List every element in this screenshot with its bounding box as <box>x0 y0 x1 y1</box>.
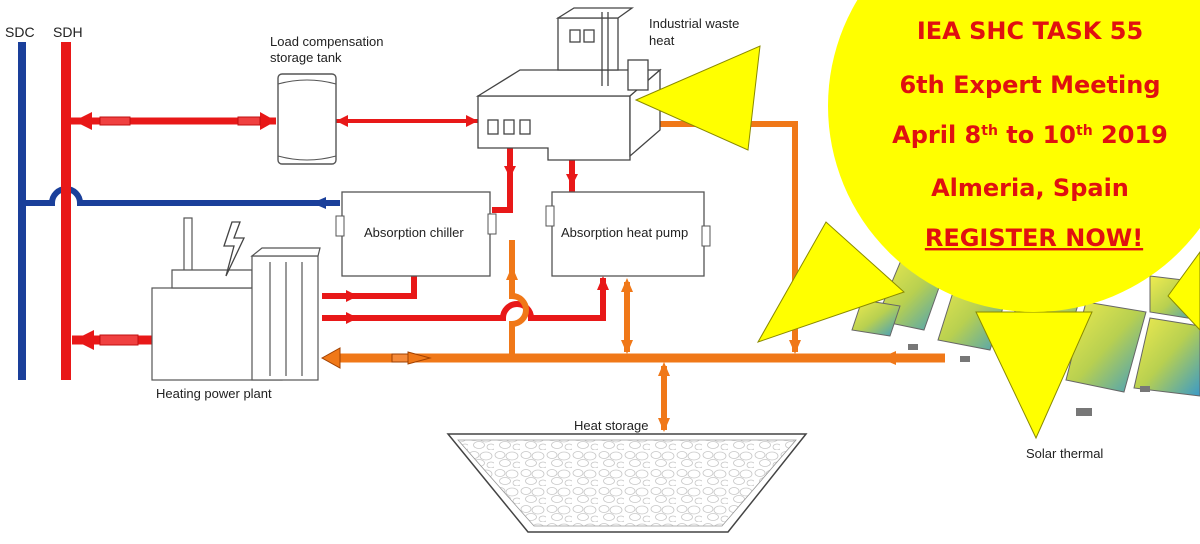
absorption-chiller <box>335 191 497 277</box>
heat-storage-basin <box>446 433 808 533</box>
sdc-label: SDC <box>5 24 35 40</box>
banner-date-year: 2019 <box>1093 121 1168 149</box>
heating-power-plant <box>151 217 321 381</box>
waste-heat-label-line1: Industrial waste <box>649 16 739 31</box>
tank-label-line1: Load compensation <box>270 34 383 49</box>
power-plant-label: Heating power plant <box>156 386 272 401</box>
banner-line2: 6th Expert Meeting <box>899 71 1160 99</box>
waste-heat-label-line2: heat <box>649 33 675 48</box>
register-now-link[interactable]: REGISTER NOW! <box>925 224 1143 252</box>
industrial-building <box>475 7 662 161</box>
heat-process-pipe <box>320 118 945 432</box>
sdh-label: SDH <box>53 24 83 40</box>
banner-line1: IEA SHC TASK 55 <box>917 17 1143 45</box>
heat-pump-label: Absorption heat pump <box>561 225 688 240</box>
banner-date-start: April 8 <box>892 121 981 149</box>
tank-label-line2: storage tank <box>270 50 342 65</box>
banner-date-mid: to 10 <box>998 121 1076 149</box>
load-compensation-tank <box>277 73 337 165</box>
banner-date-sup1: th <box>981 123 998 139</box>
chiller-label: Absorption chiller <box>364 225 464 240</box>
yellow-highlight-shapes <box>634 45 1200 440</box>
heat-storage-label: Heat storage <box>574 418 648 433</box>
absorption-heat-pump <box>545 191 711 277</box>
banner-date-sup2: th <box>1076 123 1093 139</box>
announcement-banner <box>828 0 1200 312</box>
banner-line4: Almeria, Spain <box>931 174 1129 202</box>
banner-line3: April 8th to 10th 2019 <box>892 121 1168 149</box>
solar-thermal-label: Solar thermal <box>1026 446 1103 461</box>
lightning-icon <box>223 221 246 277</box>
sdh-pipe <box>61 42 609 380</box>
